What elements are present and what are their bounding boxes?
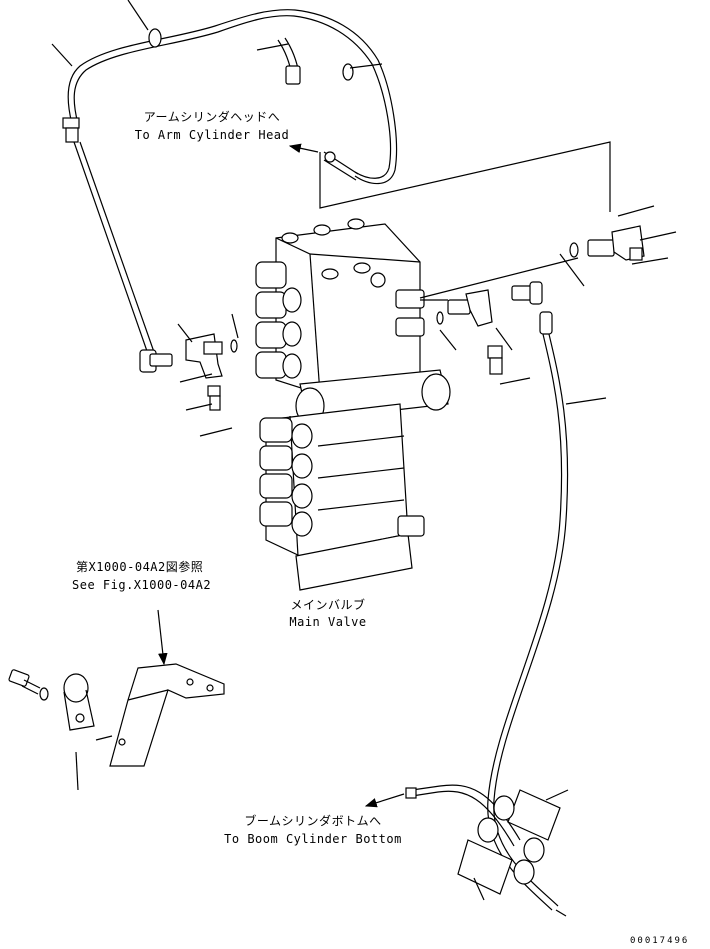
- left-fittings: [139, 313, 239, 437]
- boom-bottom-arrow: [364, 793, 405, 808]
- leader-lines-upper: [51, 0, 611, 212]
- hose-bracket: [8, 609, 225, 791]
- upper-right-fittings: [569, 205, 677, 265]
- main-valve-label-jp: メインバルブ: [290, 598, 366, 612]
- boom-bottom-label-jp: ブームシリンダボトムへ: [244, 814, 382, 828]
- arm-head-label-en: To Arm Cylinder Head: [134, 128, 290, 142]
- arm-head-label-jp: アームシリンダヘッドへ: [143, 110, 281, 124]
- see-fig-label-en: See Fig.X1000-04A2: [72, 578, 212, 592]
- arm-head-arrow: [288, 143, 319, 153]
- boom-cylinder-hose: [405, 311, 607, 917]
- boom-bottom-label-en: To Boom Cylinder Bottom: [224, 832, 402, 846]
- main-valve-label-en: Main Valve: [289, 615, 367, 629]
- main-valve: [255, 218, 451, 591]
- right-fittings: [419, 253, 585, 385]
- drawing-code: 00017496: [630, 936, 690, 946]
- see-fig-label-jp: 第X1000-04A2図参照: [76, 560, 204, 574]
- arm-cylinder-hose: [62, 9, 398, 185]
- left-pipe: [73, 141, 155, 355]
